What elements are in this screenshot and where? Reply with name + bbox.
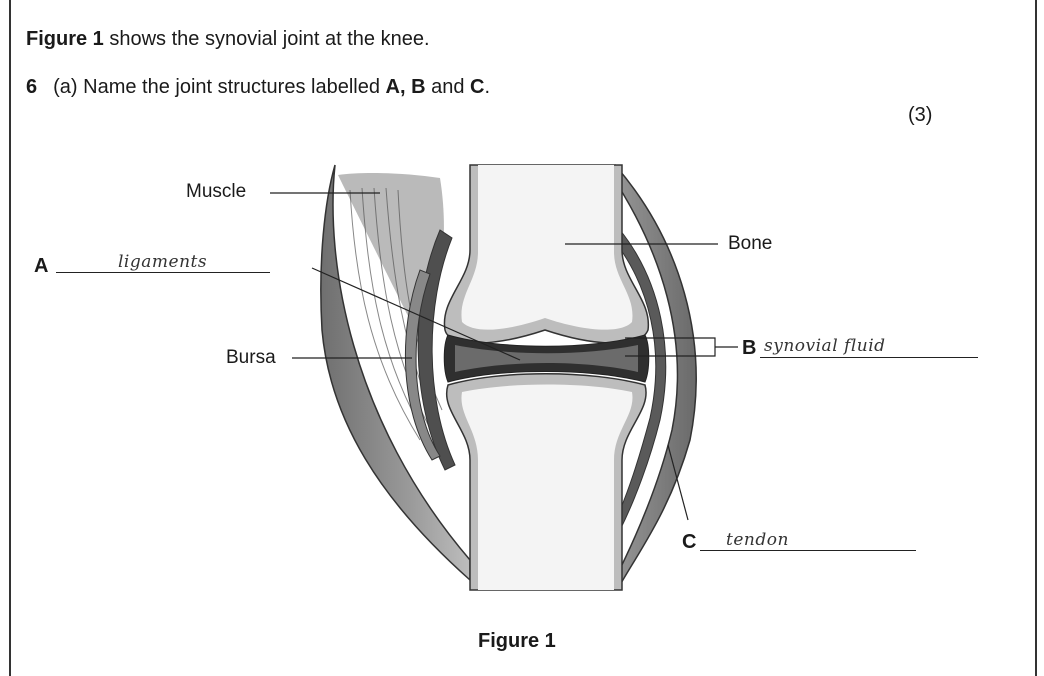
answer-letter-c: C	[682, 531, 696, 554]
label-bone: Bone	[728, 233, 772, 255]
answer-a-text: ligaments	[118, 252, 207, 272]
answer-a-line	[56, 272, 270, 273]
answer-letter-a: A	[34, 255, 48, 278]
answer-c-line	[700, 550, 916, 551]
upper-bone-marrow	[461, 165, 632, 330]
label-muscle: Muscle	[186, 181, 246, 203]
answer-b-line	[760, 357, 978, 358]
label-bursa: Bursa	[226, 347, 276, 369]
answer-letter-b: B	[742, 337, 756, 360]
lower-bone-marrow	[461, 385, 632, 591]
answer-b-text: synovial fluid	[764, 336, 886, 356]
answer-c-text: tendon	[726, 530, 789, 550]
figure-caption: Figure 1	[478, 630, 556, 653]
